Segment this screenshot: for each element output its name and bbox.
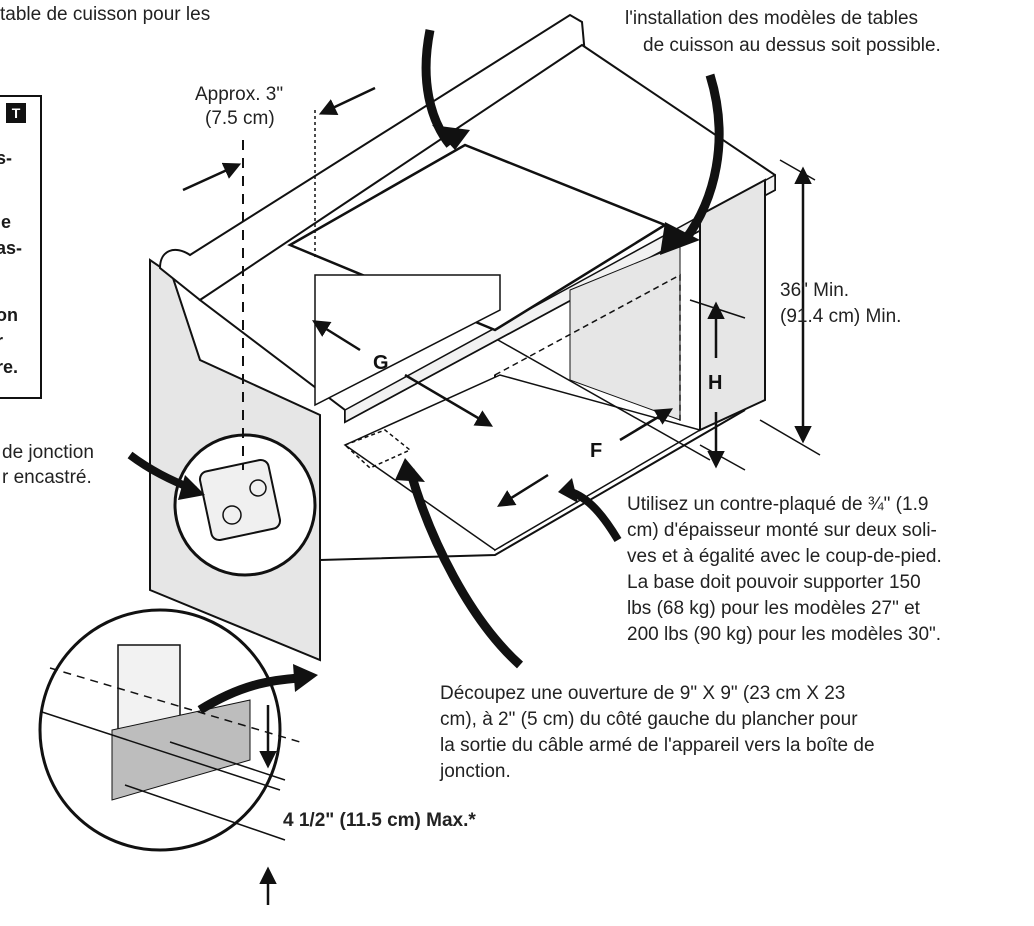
callout-arrow-plywood-head [558,478,578,503]
warning-line: re. [0,357,19,377]
junction-box-knockout [222,505,242,525]
cabinet-floor [343,374,702,551]
plywood-text-5: lbs (68 kg) pour les modèles 27" et [627,598,920,619]
dimension-label-f: F [590,440,603,462]
callout-arrow-model-head [660,222,700,255]
callout-arrow-toekick-head [293,664,318,692]
cutout-text-1: Découpez une ouverture de 9" X 9" (23 cm… [440,683,846,704]
approx-arrow-right [318,86,376,115]
top-right-text-1: l'installation des modèles de tables [625,8,919,29]
junction-box-icon [198,458,282,542]
cabinet-right-side [699,178,766,432]
top-left-text: table de cuisson pour les [0,4,211,25]
g-arrow-right [404,373,494,427]
f-arrow-left [497,473,549,507]
callout-arrow-model [681,73,724,243]
plywood-text-6: 200 lbs (90 kg) pour les modèles 30". [627,624,942,645]
plywood-text-1: Utilisez un contre-plaqué de ¾" (1.9 [627,494,929,515]
cooktop-cutout-dashed [289,144,666,246]
plywood-text-3: ves et à égalité avec le coup-de-pied. [627,546,942,567]
approx-label-1: Approx. 3" [195,84,284,105]
toe-kick-detail-dashed [49,667,301,743]
f-arrow-right [619,408,674,442]
kick-ext-bottom [124,784,286,841]
height-36-top-ext [779,159,816,181]
callout-arrow-cutout [405,468,524,669]
warning-line: r [0,328,3,354]
warning-box: T s- le as- on r re. [0,95,42,399]
top-right-text-2: de cuisson au dessus soit possible. [643,35,941,56]
cutout-text-2: cm), à 2" (5 cm) du côté gauche du planc… [440,709,858,730]
inner-back-wall [314,274,501,407]
warning-tag: T [6,103,26,123]
approx-label-2: (7.5 cm) [205,108,275,129]
callout-arrow-cutout-head [395,458,425,482]
toe-kick [319,409,746,561]
junction-label-1: de jonction [2,442,94,463]
warning-line: s- [0,148,13,168]
h-ext-line [689,299,746,319]
kick-ext-top [169,741,286,781]
backsplash [158,13,587,302]
cutout-text-4: jonction. [440,761,511,782]
approx-arrow-left [182,162,242,192]
f-ext-line [497,339,711,461]
height-label-2: (91.4 cm) Min. [780,306,902,327]
dimension-label-h: H [708,372,723,394]
plywood-text-2: cm) d'épaisseur monté sur deux soli- [627,520,937,541]
warning-line: le [0,212,12,232]
g-arrow-left [312,320,361,352]
warning-line: as- [0,238,23,258]
cutout-text-3: la sortie du câble armé de l'appareil ve… [440,735,875,756]
kick-height-label: 4 1/2" (11.5 cm) Max.* [283,810,476,831]
toe-kick-detail-floor [41,711,281,791]
callout-arrow-junction-head [178,475,205,500]
floor-cutout [343,429,412,469]
warning-line: on [0,305,18,325]
junction-box-knockout [249,479,267,497]
plywood-text-4: La base doit pouvoir supporter 150 [627,572,921,593]
junction-label-2: r encastré. [2,467,92,488]
callout-arrow-cooktop-head [432,125,470,150]
dimension-label-g: G [373,352,389,374]
height-label-1: 36" Min. [780,280,850,301]
floor-line [759,419,821,456]
callout-arrow-toekick [197,673,301,714]
